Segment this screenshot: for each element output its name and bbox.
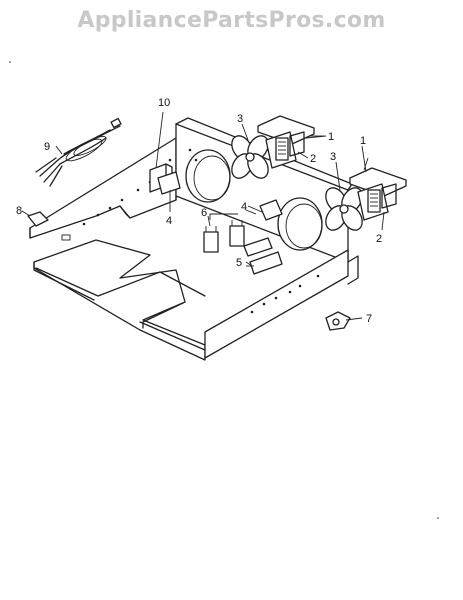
callout-4-right: 4 [241, 201, 247, 213]
callout-5: 5 [236, 257, 242, 269]
relays-part-6 [203, 213, 245, 253]
speck [437, 517, 439, 519]
fan-blade-part-3-right [325, 187, 363, 231]
site-watermark: AppliancePartsPros.com [77, 8, 386, 33]
fan-blade-part-3-left [231, 135, 269, 179]
connector-part-8 [21, 210, 49, 227]
cord-opening [61, 234, 71, 241]
switch-part-4-left [157, 171, 181, 212]
power-cord-part-9 [35, 117, 122, 187]
callout-4-left: 4 [166, 215, 172, 227]
callout-8: 8 [16, 205, 22, 217]
callout-labels: 10 9 8 3 1 2 1 3 2 4 4 6 5 7 [16, 97, 382, 325]
callout-2-right: 2 [376, 233, 382, 245]
fan-opening-left [185, 149, 231, 203]
switch-part-4-right [247, 199, 283, 221]
fan-motor-part-2-left [257, 115, 327, 169]
leader-lines [207, 123, 367, 267]
speck [9, 61, 11, 63]
callout-10: 10 [158, 97, 170, 109]
callout-6: 6 [201, 207, 207, 219]
fan-opening-right [277, 197, 323, 251]
callout-2-left: 2 [310, 153, 316, 165]
callout-9: 9 [44, 141, 50, 153]
callout-3-left: 3 [237, 113, 243, 125]
fan-motor-part-2-right [349, 157, 407, 231]
callout-1-right: 1 [360, 135, 366, 147]
callout-3-right: 3 [330, 151, 336, 163]
terminal-block-part-5 [243, 237, 283, 275]
thermostat-part-7 [325, 311, 363, 331]
callout-7: 7 [366, 313, 372, 325]
callout-1-left: 1 [328, 131, 334, 143]
